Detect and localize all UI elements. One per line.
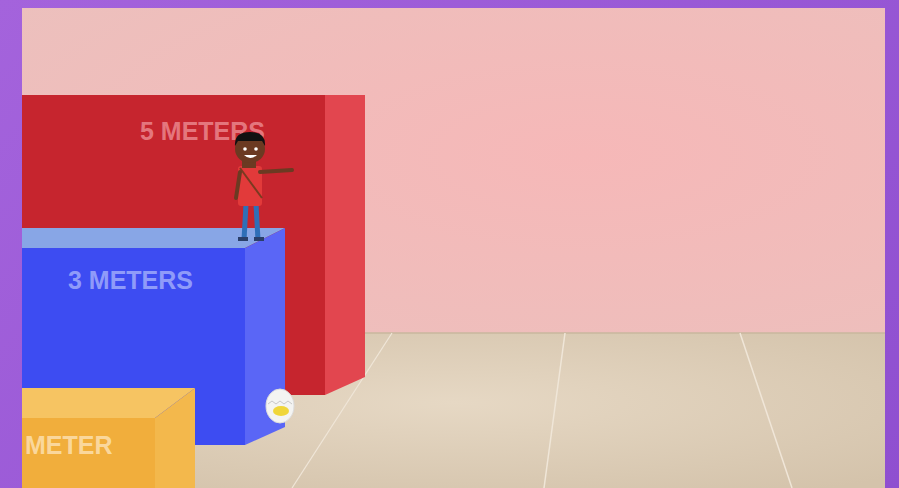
neck	[242, 160, 256, 168]
smile	[244, 155, 257, 158]
block-front-face	[22, 248, 245, 445]
egg	[266, 389, 294, 423]
measure-block: METER	[22, 388, 195, 488]
hair	[235, 132, 265, 146]
shoe	[238, 237, 248, 241]
egg-shell	[266, 389, 294, 423]
floor-seam	[544, 333, 565, 488]
shirt	[238, 166, 262, 206]
floor-seam	[740, 333, 792, 488]
arm	[236, 172, 240, 198]
eye	[243, 147, 247, 151]
leg	[244, 204, 246, 240]
shoe	[254, 237, 264, 241]
pointing-arm	[260, 170, 292, 172]
leg	[256, 204, 258, 240]
scene: 5 METERS 3 METERS METER	[22, 8, 885, 488]
eye	[254, 147, 258, 151]
block-label: METER	[25, 431, 113, 460]
block-top-face	[22, 228, 285, 248]
boy-figure	[235, 132, 292, 241]
block-label: 5 METERS	[140, 117, 265, 146]
figures	[22, 8, 885, 488]
block-label: 3 METERS	[68, 266, 193, 295]
bag-strap	[240, 168, 262, 198]
egg-yolk	[273, 406, 289, 416]
block-side-face	[155, 388, 195, 488]
block-side-face	[245, 228, 285, 445]
block-front-face	[22, 418, 155, 488]
block-layer: 5 METERS 3 METERS METER	[22, 8, 885, 488]
block-side-face	[325, 95, 365, 395]
head	[235, 135, 265, 163]
connector-layer	[22, 8, 885, 488]
egg-crack	[268, 401, 292, 404]
